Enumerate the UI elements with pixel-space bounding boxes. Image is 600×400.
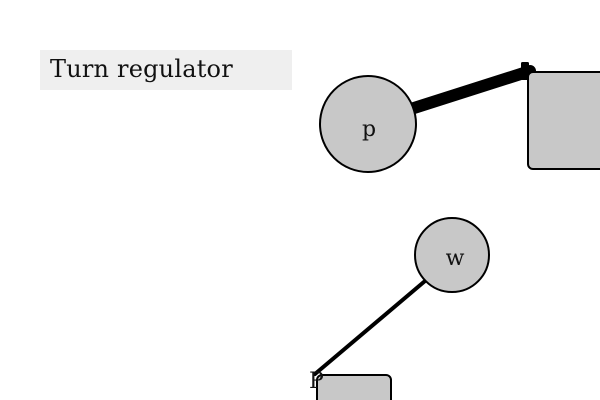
bottom-node [414, 217, 490, 293]
bottom-box [316, 374, 392, 400]
top-connector-line [408, 65, 536, 114]
bottom-box-label: P [309, 369, 324, 394]
bottom-node-label: w [446, 246, 465, 271]
top-node-label: p [362, 117, 376, 142]
top-connector-cap [521, 62, 529, 80]
top-box [527, 71, 600, 170]
top-node [319, 75, 417, 173]
bottom-connector-line [313, 279, 427, 376]
title-box: Turn regulator [40, 50, 292, 90]
page-title: Turn regulator [50, 55, 233, 83]
